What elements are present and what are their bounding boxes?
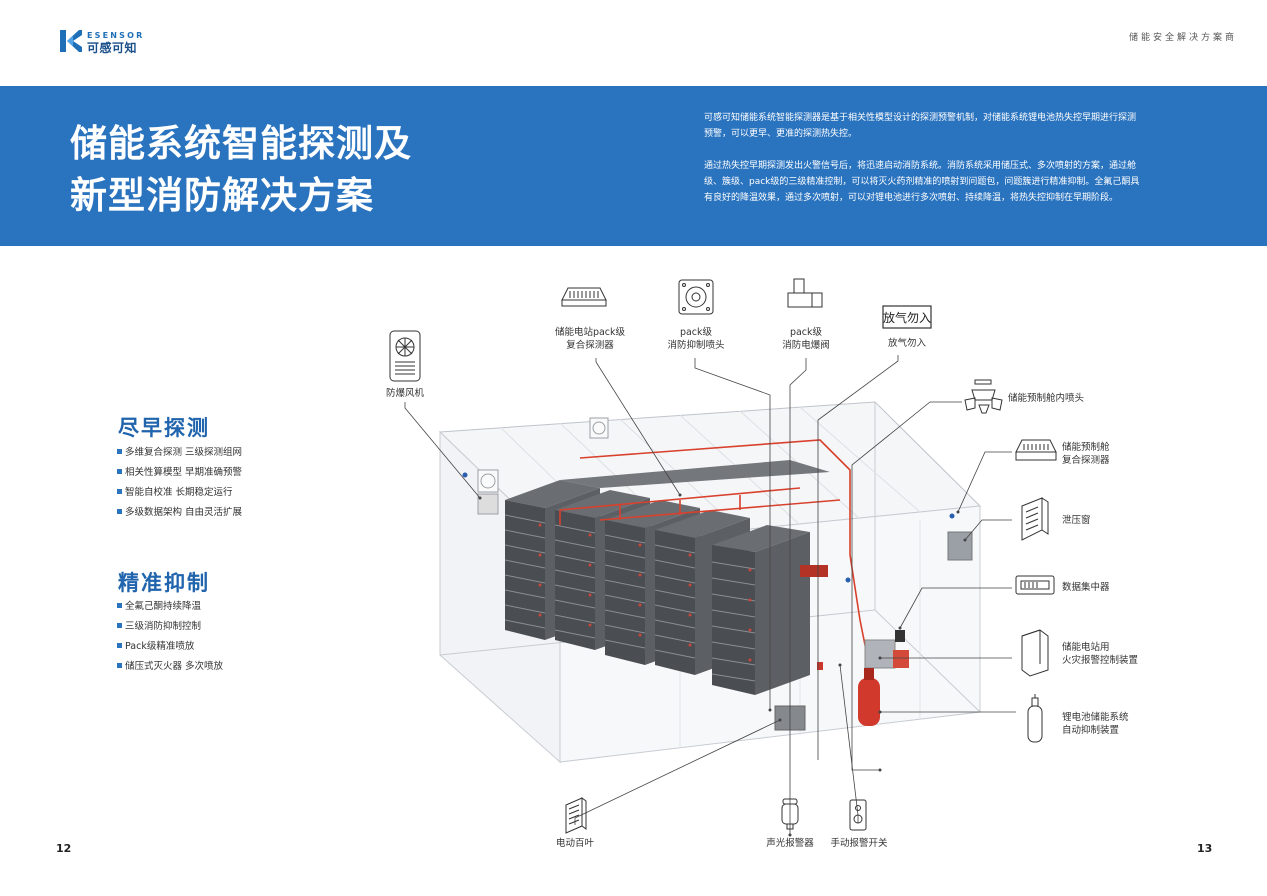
hero-title-line1: 储能系统智能探测及 <box>70 122 412 165</box>
sensor-dot-icon <box>949 513 955 519</box>
cabin-nozzle-icon <box>964 379 1003 414</box>
list-item: Pack级精准喷放 <box>117 637 223 657</box>
bullet-square-icon <box>117 489 122 494</box>
control-box-icon <box>864 639 896 669</box>
hero-title: 储能系统智能探测及 新型消防解决方案 <box>70 118 490 222</box>
container-fan-icon <box>477 417 609 515</box>
valve-icon <box>787 278 823 308</box>
data-concentrator-icon <box>1015 575 1055 595</box>
hero-description: 可感可知储能系统智能探测器是基于相关性模型设计的探测预警机制，对储能系统锂电池热… <box>704 110 1144 222</box>
label-sound-light-alarm: 声光报警器 <box>766 838 814 849</box>
alarm-unit-icon <box>817 662 823 670</box>
list-item: 全氟己酮持续降温 <box>117 597 223 617</box>
hero-paragraph-1: 可感可知储能系统智能探测器是基于相关性模型设计的探测预警机制，对储能系统锂电池热… <box>704 113 1137 139</box>
label-vent-window: 泄压窗 <box>1062 515 1091 526</box>
pack-detector-icon <box>561 287 607 307</box>
label-suppression-device: 锂电池储能系统 自动抑制装置 <box>1062 712 1129 736</box>
bullet-square-icon <box>117 643 122 648</box>
fan-icon <box>389 330 421 382</box>
list-item: 三级消防抑制控制 <box>117 617 223 637</box>
label-manual-alarm: 手动报警开关 <box>830 838 888 849</box>
logo-chinese: 可感可知 <box>87 41 138 55</box>
label-fan: 防爆风机 <box>385 388 424 399</box>
list-item: 相关性算模型 早期准确预警 <box>117 463 242 483</box>
label-pack-valve: pack级 消防电爆阀 <box>782 327 830 351</box>
nozzle-icon <box>678 279 714 315</box>
vent-window-icon <box>1021 497 1049 541</box>
logo-english: ESENSOR <box>87 31 145 40</box>
extinguisher-cylinder-icon <box>858 668 880 726</box>
leader-lines <box>404 355 1016 835</box>
list-item: 智能自校准 长期稳定运行 <box>117 483 242 503</box>
label-fire-alarm-controller: 储能电站用 火灾报警控制装置 <box>1062 642 1139 666</box>
hero-title-line2: 新型消防解决方案 <box>70 174 374 217</box>
manual-switch-box-icon <box>895 630 905 642</box>
bullet-square-icon <box>117 603 122 608</box>
sound-light-alarm-icon <box>781 798 799 830</box>
no-release-sign-icon: 放气勿入 <box>882 305 932 329</box>
page-header: ESENSOR 可感可知 储能安全解决方案商 <box>0 0 1267 86</box>
battery-pack-lines <box>504 514 756 682</box>
list-item: 多维复合探测 三级探测组网 <box>117 443 242 463</box>
cabin-detector-icon <box>1015 439 1057 461</box>
detect-feature-list: 多维复合探测 三级探测组网 相关性算模型 早期准确预警 智能自校准 长期稳定运行… <box>117 443 242 523</box>
suppression-device-icon <box>1027 694 1043 743</box>
bullet-square-icon <box>117 469 122 474</box>
leader-dots <box>478 493 967 837</box>
suppress-feature-list: 全氟己酮持续降温 三级消防抑制控制 Pack级精准喷放 储压式灭火器 多次喷放 <box>117 597 223 677</box>
page-number-right: 13 <box>1197 842 1213 855</box>
label-cabin-nozzle: 储能预制舱内喷头 <box>1008 393 1085 404</box>
bullet-square-icon <box>117 509 122 514</box>
hero-banner: 储能系统智能探测及 新型消防解决方案 可感可知储能系统智能探测器是基于相关性模型… <box>0 86 1267 246</box>
label-data-concentrator: 数据集中器 <box>1062 582 1110 593</box>
pack-indicator-dots <box>538 523 752 662</box>
list-item: 多级数据架构 自由灵活扩展 <box>117 503 242 523</box>
hero-paragraph-2: 通过热失控早期探测发出火警信号后，将迅速启动消防系统。消防系统采用储压式、多次喷… <box>704 161 1140 203</box>
alarm-panel-icon <box>893 650 909 668</box>
louver-icon <box>565 797 587 834</box>
section-title-detect: 尽早探测 <box>118 416 210 440</box>
label-pack-nozzle: pack级 消防抑制喷头 <box>667 327 725 351</box>
sensor-dot-icon <box>462 472 468 478</box>
page-number-left: 12 <box>56 842 72 855</box>
label-pack-detector: 储能电站pack级 复合探测器 <box>554 327 626 351</box>
sensor-dot-icon <box>845 577 851 583</box>
document-title: 储能安全解决方案商 <box>1128 33 1237 43</box>
no-entry-sign-icon <box>800 565 828 577</box>
bullet-square-icon <box>117 663 122 668</box>
label-louver: 电动百叶 <box>555 838 594 849</box>
bullet-square-icon <box>117 449 122 454</box>
bullet-square-icon <box>117 623 122 628</box>
section-title-suppress: 精准抑制 <box>118 571 210 595</box>
no-release-sign-text: 放气勿入 <box>883 310 931 325</box>
manual-alarm-switch-icon <box>849 799 867 831</box>
label-no-release: 放气勿入 <box>887 338 926 349</box>
label-cabin-detector: 储能预制舱 复合探测器 <box>1062 442 1110 466</box>
fire-alarm-controller-icon <box>1021 629 1049 677</box>
brand-logo: ESENSOR 可感可知 <box>60 30 160 56</box>
k-logo-icon <box>60 30 82 52</box>
list-item: 储压式灭火器 多次喷放 <box>117 657 223 677</box>
